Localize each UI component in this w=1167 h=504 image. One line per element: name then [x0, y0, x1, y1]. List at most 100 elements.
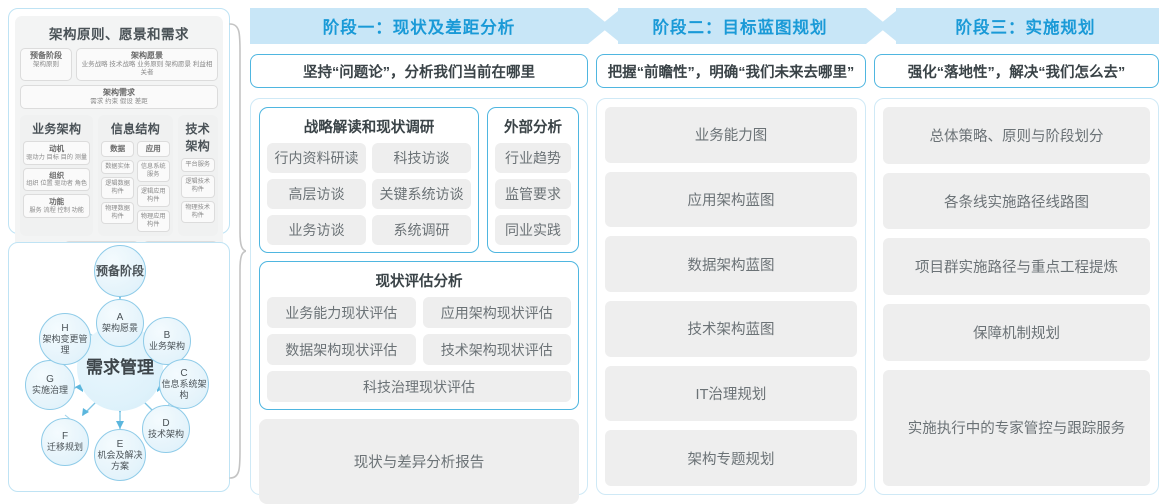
framework-information-subcols: 数据 数据实体 逻辑数据构件 物理数据构件	[101, 141, 169, 232]
adm-node-e[interactable]: E 机会及解决方案	[94, 429, 146, 481]
chip[interactable]: 技术架构现状评估	[423, 334, 572, 365]
framework-item: 平台服务	[181, 158, 216, 172]
framework-column-business-title: 业务架构	[23, 120, 90, 137]
chip[interactable]: 保障机制规划	[883, 304, 1150, 361]
chip-row: 数据架构现状评估 技术架构现状评估	[267, 334, 571, 365]
framework-columns: 业务架构 动机 驱动力 目标 目的 测量 组织 组织 位置 驱动者 角色	[20, 115, 218, 236]
framework-item: 信息系统服务	[137, 160, 170, 182]
stage-1-row-1: 战略解读和现状调研 行内资料研读 科技访谈 高层访谈 关键系统访谈 业务访谈 系	[259, 107, 579, 253]
chip[interactable]: 总体策略、原则与阶段划分	[883, 107, 1150, 164]
chip-row: 高层访谈 关键系统访谈	[267, 179, 471, 209]
framework-vision-head: 架构愿景	[80, 51, 214, 61]
framework-requirement-box: 架构需求 需求 约束 假设 差距	[20, 85, 218, 109]
chip[interactable]: 应用架构蓝图	[605, 172, 857, 228]
chip[interactable]: 同业实践	[495, 215, 571, 245]
stage-2: 阶段二：目标蓝图规划 把握“前瞻性”，明确“我们未来去哪里” 业务能力图 应用架…	[596, 8, 866, 495]
framework-item: 逻辑技术构件	[181, 175, 216, 197]
chip[interactable]: 项目群实施路径与重点工程提炼	[883, 238, 1150, 295]
framework-req-head: 架构需求	[24, 88, 214, 98]
framework-prep-sub: 架构原则	[24, 61, 68, 69]
framework-column-business: 业务架构 动机 驱动力 目标 目的 测量 组织 组织 位置 驱动者 角色	[20, 115, 93, 236]
framework-item: 逻辑数据构件	[101, 177, 134, 199]
stage-1-title: 阶段一：现状及差距分析	[323, 14, 516, 38]
framework-data-column: 数据 数据实体 逻辑数据构件 物理数据构件	[101, 141, 134, 232]
adm-node-a[interactable]: A 架构愿景	[96, 299, 144, 347]
chip[interactable]: 关键系统访谈	[372, 179, 471, 209]
chip[interactable]: 业务能力图	[605, 107, 857, 163]
stage-1: 阶段一：现状及差距分析 坚持“问题论”，分析我们当前在哪里 战略解读和现状调研 …	[250, 8, 588, 495]
group-current-state-assessment-title: 现状评估分析	[267, 270, 571, 291]
framework-business-items: 动机 驱动力 目标 目的 测量 组织 组织 位置 驱动者 角色 功能 服务 流程…	[23, 141, 90, 217]
chip[interactable]: 行内资料研读	[267, 143, 366, 173]
chip[interactable]: 业务能力现状评估	[267, 297, 416, 328]
adm-node-c[interactable]: C 信息系统架构	[159, 359, 209, 409]
framework-item: 数据实体	[101, 160, 134, 174]
framework-item: 物理技术构件	[181, 201, 216, 223]
adm-node-prep[interactable]: 预备阶段	[94, 245, 146, 297]
chip[interactable]: 数据架构蓝图	[605, 236, 857, 292]
stage-2-title: 阶段二：目标蓝图规划	[653, 14, 828, 38]
chip[interactable]: 业务访谈	[267, 215, 366, 245]
group-strategy-research-title: 战略解读和现状调研	[267, 116, 471, 137]
framework-top-row: 预备阶段 架构原则 架构愿景 业务战略 技术战略 业务原则 架构愿景 利益相关者	[20, 48, 218, 81]
group-strategy-research-items: 行内资料研读 科技访谈 高层访谈 关键系统访谈 业务访谈 系统调研	[267, 143, 471, 245]
adm-node-h[interactable]: H 架构变更管理	[39, 313, 91, 365]
adm-cycle-card: 预备阶段 需求管理 A 架构愿景 B 业务架构 C 信息系统架构	[8, 242, 230, 492]
group-strategy-research: 战略解读和现状调研 行内资料研读 科技访谈 高层访谈 关键系统访谈 业务访谈 系	[259, 107, 479, 253]
adm-center-label: 需求管理	[86, 358, 154, 378]
adm-node-d[interactable]: D 技术架构	[142, 405, 190, 453]
framework-req-row: 架构需求 需求 约束 假设 差距	[20, 85, 218, 109]
chip[interactable]: 高层访谈	[267, 179, 366, 209]
chip-row: 业务能力现状评估 应用架构现状评估	[267, 297, 571, 328]
framework-vision-sub: 业务战略 技术战略 业务原则 架构愿景 利益相关者	[80, 61, 214, 78]
adm-node-b[interactable]: B 业务架构	[143, 317, 191, 365]
chip-row: 行内资料研读 科技访谈	[267, 143, 471, 173]
left-panel: 架构原则、愿景和需求 预备阶段 架构原则 架构愿景 业务战略 技术战略 业务原则…	[8, 8, 232, 492]
chip[interactable]: 数据架构现状评估	[267, 334, 416, 365]
group-current-state-assessment: 现状评估分析 业务能力现状评估 应用架构现状评估 数据架构现状评估 技术架构现状…	[259, 261, 579, 410]
chip[interactable]: 监管要求	[495, 179, 571, 209]
framework-prep-head: 预备阶段	[24, 51, 68, 61]
chip-row: 科技治理现状评估	[267, 371, 571, 402]
stage-3: 阶段三：实施规划 强化“落地性”，解决“我们怎么去” 总体策略、原则与阶段划分 …	[874, 8, 1159, 495]
stage-2-subtitle: 把握“前瞻性”，明确“我们未来去哪里”	[596, 54, 866, 88]
framework-vision-box: 架构愿景 业务战略 技术战略 业务原则 架构愿景 利益相关者	[76, 48, 218, 81]
framework-column-information: 信息结构 数据 数据实体 逻辑数据构件	[98, 115, 172, 236]
stage-3-subtitle: 强化“落地性”，解决“我们怎么去”	[874, 54, 1159, 88]
framework-item: 物理数据构件	[101, 202, 134, 224]
chip[interactable]: 架构专题规划	[605, 430, 857, 486]
framework-item: 应用	[137, 141, 170, 156]
curly-brace-connector	[228, 22, 246, 480]
framework-column-information-title: 信息结构	[101, 120, 169, 137]
chip[interactable]: 各条线实施路径线路图	[883, 173, 1150, 230]
stage-1-report[interactable]: 现状与差异分析报告	[259, 419, 579, 504]
framework-column-technology-title: 技术架构	[181, 120, 216, 154]
stage-3-body: 总体策略、原则与阶段划分 各条线实施路径线路图 项目群实施路径与重点工程提炼 保…	[874, 98, 1159, 495]
framework-item: 物理应用构件	[137, 210, 170, 232]
chip[interactable]: 系统调研	[372, 215, 471, 245]
framework-req-sub: 需求 约束 假设 差距	[24, 98, 214, 106]
chip[interactable]: 实施执行中的专家管控与跟踪服务	[883, 370, 1150, 486]
stage-3-header: 阶段三：实施规划	[874, 8, 1159, 44]
framework-item: 动机 驱动力 目标 目的 测量	[23, 141, 90, 164]
stage-1-header: 阶段一：现状及差距分析	[250, 8, 588, 44]
togaf-content-framework-card: 架构原则、愿景和需求 预备阶段 架构原则 架构愿景 业务战略 技术战略 业务原则…	[8, 8, 230, 234]
chip[interactable]: IT治理规划	[605, 366, 857, 422]
framework-column-technology: 技术架构 平台服务 逻辑技术构件 物理技术构件	[178, 115, 219, 236]
chip[interactable]: 行业趋势	[495, 143, 571, 173]
framework-application-column: 应用 信息系统服务 逻辑应用构件 物理应用构件	[137, 141, 170, 232]
stage-1-body: 战略解读和现状调研 行内资料研读 科技访谈 高层访谈 关键系统访谈 业务访谈 系	[250, 98, 588, 495]
chip[interactable]: 应用架构现状评估	[423, 297, 572, 328]
group-external-analysis-title: 外部分析	[495, 116, 571, 137]
adm-node-f[interactable]: F 迁移规划	[41, 418, 89, 466]
chip[interactable]: 技术架构蓝图	[605, 301, 857, 357]
stage-1-subtitle: 坚持“问题论”，分析我们当前在哪里	[250, 54, 588, 88]
framework-technology-items: 平台服务 逻辑技术构件 物理技术构件	[181, 158, 216, 222]
chip[interactable]: 科技治理现状评估	[267, 371, 571, 402]
adm-node-g[interactable]: G 实施治理	[25, 360, 75, 410]
chip[interactable]: 科技访谈	[372, 143, 471, 173]
framework-item: 组织 组织 位置 驱动者 角色	[23, 168, 90, 191]
chip-row: 业务访谈 系统调研	[267, 215, 471, 245]
framework-item: 数据	[101, 141, 134, 156]
